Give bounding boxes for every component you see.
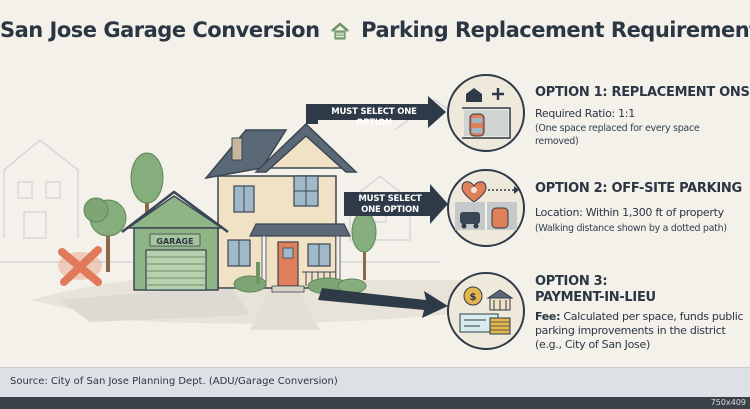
main-house (204, 122, 358, 293)
option-2-title: OPTION 2: OFF-SITE PARKING (535, 181, 742, 196)
footer: Source: City of San Jose Planning Dept. … (0, 367, 750, 397)
option-3-title-1: OPTION 3: (535, 274, 608, 289)
page-title: San Jose Garage Conversion Parking Repla… (0, 18, 750, 46)
option-3-fee-line-2: parking improvements in the district (535, 324, 726, 337)
connector-arrows (306, 96, 448, 318)
option-1-ratio: Required Ratio: 1:1 (535, 107, 635, 120)
option-1-note-2: removed) (535, 136, 579, 147)
garage-sign: GARAGE (156, 237, 193, 246)
tree-far-left (83, 197, 127, 272)
option-3-fee: Fee: Calculated per space, funds public (535, 310, 744, 324)
option-1-icon (447, 74, 525, 152)
option-3-fee-label: Fee: (535, 310, 561, 323)
option-3-icon: $ (447, 272, 525, 350)
title-left: San Jose Garage Conversion (0, 18, 320, 42)
title-right: Parking Replacement Requirements (361, 18, 750, 42)
arrow-mid-label-1: MUST SELECT (358, 194, 422, 204)
garage (121, 190, 229, 291)
arrow-top-label: MUST SELECT ONE OPTION (331, 107, 417, 128)
arrow-mid-label: MUST SELECT ONE OPTION (352, 194, 428, 216)
svg-text:$: $ (470, 292, 477, 303)
option-1-note-1: (One space replaced for every space (535, 123, 700, 134)
cross-icon (58, 246, 102, 286)
arrow-top (306, 96, 446, 128)
footer-source: Source: City of San Jose Planning Dept. … (10, 376, 338, 387)
arrow-mid-label-2: ONE OPTION (361, 205, 419, 215)
dimension-badge: 750x409 (710, 398, 746, 407)
option-1-title: OPTION 1: REPLACEMENT ONSITE (535, 85, 750, 100)
tree-right (351, 211, 377, 280)
option-2-icon (447, 169, 525, 247)
house-icon (330, 21, 350, 46)
option-3-title-2: PAYMENT-IN-LIEU (535, 290, 656, 305)
option-2-note: (Walking distance shown by a dotted path… (535, 223, 727, 234)
option-3-fee-text: Calculated per space, funds public (560, 310, 744, 323)
bottom-bar (0, 397, 750, 409)
walkway (250, 290, 320, 330)
driveway (60, 285, 250, 322)
option-3-fee-line-3: (e.g., City of San Jose) (535, 338, 650, 351)
option-2-location: Location: Within 1,300 ft of property (535, 206, 724, 219)
arrow-middle (344, 184, 448, 224)
arrow-bottom (318, 288, 448, 318)
